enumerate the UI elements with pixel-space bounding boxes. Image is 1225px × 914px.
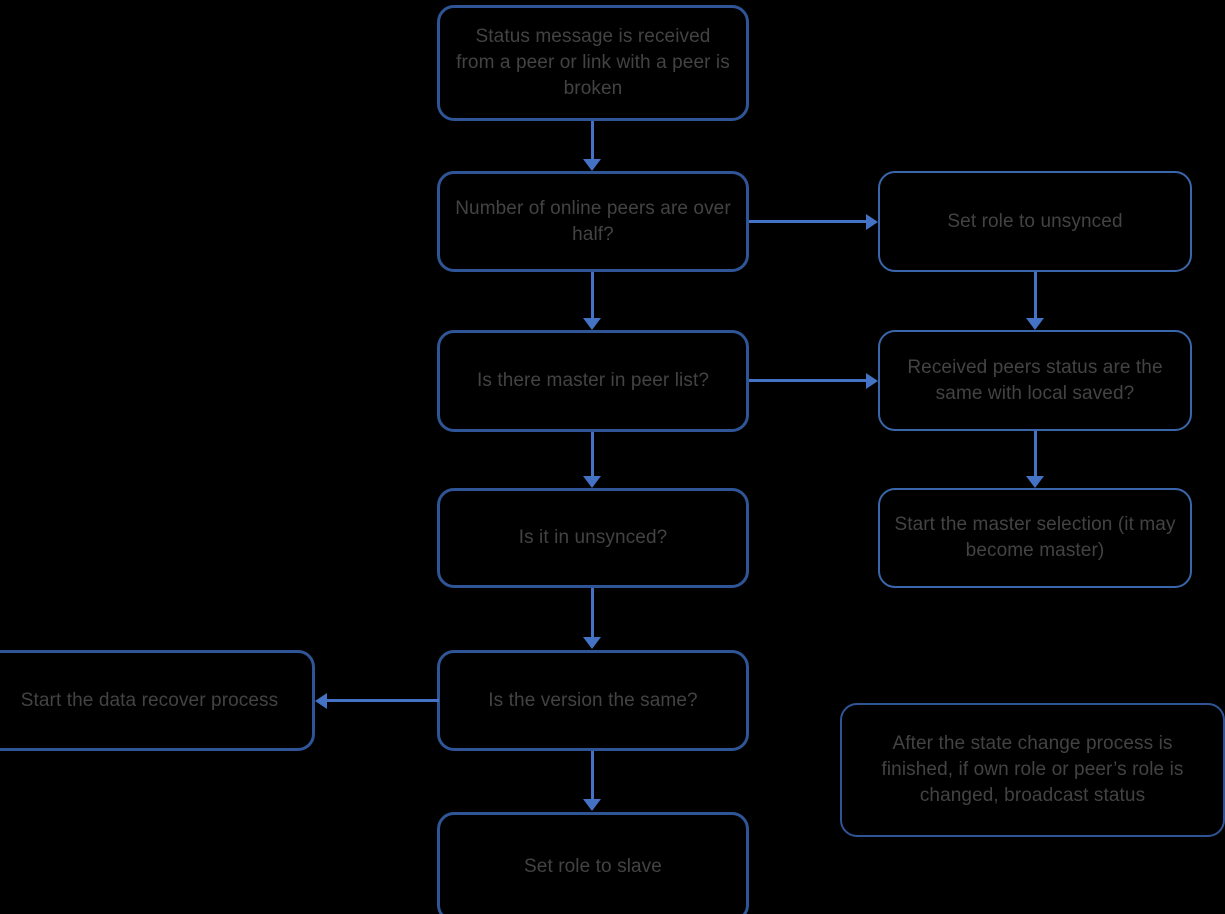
node-label: Is the version the same?	[488, 689, 698, 711]
arrowhead-right	[866, 373, 878, 389]
arrowhead-down	[583, 476, 601, 488]
node-set-role-slave[interactable]: Set role to slave	[437, 812, 749, 914]
node-master-selection[interactable]: Start the master selection (it may becom…	[878, 488, 1192, 588]
node-status-message[interactable]: Status message is received from a peer o…	[437, 5, 749, 121]
node-label: Status message is received from a peer o…	[456, 26, 730, 99]
edge-master-in-peer-list-to-peers-status-same	[749, 379, 868, 382]
edge-online-peers-to-set-role-unsynced	[749, 220, 868, 223]
edge-status-message-to-online-peers	[591, 121, 594, 162]
node-broadcast-note[interactable]: After the state change process is finish…	[840, 703, 1225, 837]
node-label: Start the data recover process	[20, 689, 279, 711]
arrowhead-down	[583, 159, 601, 171]
edge-version-same-to-set-role-slave	[591, 751, 594, 800]
node-label: After the state change process is finish…	[881, 733, 1184, 806]
arrowhead-left	[315, 693, 327, 709]
arrowhead-down	[583, 637, 601, 649]
arrowhead-down	[583, 799, 601, 811]
node-label: Start the master selection (it may becom…	[894, 514, 1176, 561]
edge-peers-status-same-to-master-selection	[1034, 431, 1037, 477]
node-set-role-unsynced[interactable]: Set role to unsynced	[878, 171, 1192, 272]
node-label: Is there master in peer list?	[476, 370, 710, 391]
node-in-unsynced[interactable]: Is it in unsynced?	[437, 488, 749, 588]
edge-version-same-to-data-recover	[327, 699, 439, 702]
arrowhead-down	[1026, 476, 1044, 488]
node-peers-status-same[interactable]: Received peers status are the same with …	[878, 330, 1192, 431]
edge-master-in-peer-list-to-in-unsynced	[591, 432, 594, 477]
edge-in-unsynced-to-version-same	[591, 588, 594, 638]
node-label: Number of online peers are over half?	[455, 197, 731, 245]
node-data-recover[interactable]: Start the data recover process	[0, 650, 315, 751]
arrowhead-down	[583, 318, 601, 330]
edge-set-role-unsynced-to-peers-status-same	[1034, 272, 1037, 319]
node-online-peers-half[interactable]: Number of online peers are over half?	[437, 171, 749, 272]
node-label: Is it in unsynced?	[518, 527, 668, 548]
node-label: Received peers status are the same with …	[907, 356, 1163, 404]
node-label: Set role to unsynced	[947, 210, 1123, 232]
arrowhead-down	[1026, 318, 1044, 330]
edge-online-peers-to-master-in-peer-list	[591, 272, 594, 319]
node-version-same[interactable]: Is the version the same?	[437, 650, 749, 751]
arrowhead-right	[866, 214, 878, 230]
node-master-in-peer-list[interactable]: Is there master in peer list?	[437, 330, 749, 432]
node-label: Set role to slave	[524, 856, 662, 877]
